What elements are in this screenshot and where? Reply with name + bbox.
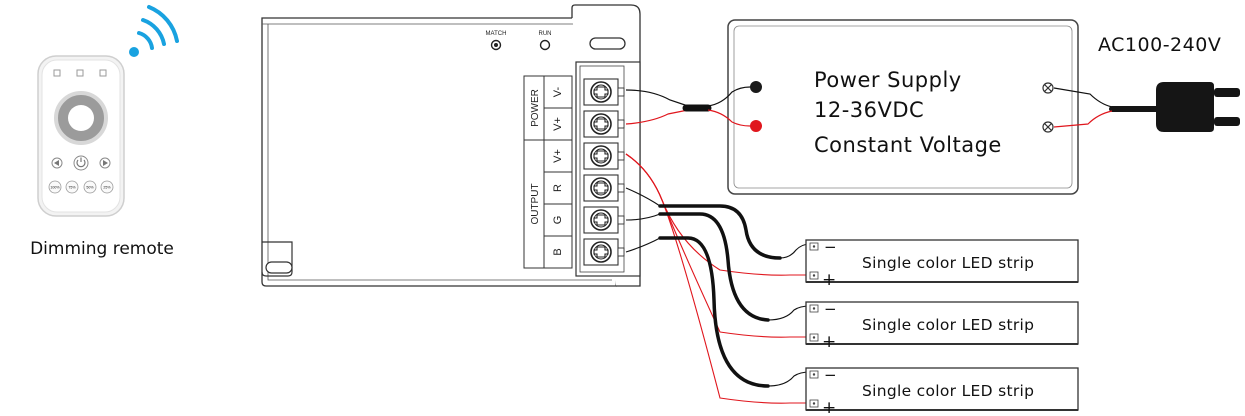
run-led — [539, 39, 551, 51]
mounting-slot — [589, 37, 626, 50]
preset-label: 50% — [86, 186, 94, 190]
strip-plus-label: + — [822, 332, 836, 352]
run-indicator-label: RUN — [539, 31, 552, 37]
led-strips: − + Single color LED strip − + Single color L… — [805, 238, 1079, 416]
remote-caption: Dimming remote — [30, 239, 174, 259]
mains-voltage-label: AC100-240V — [1098, 34, 1221, 56]
terminal-label: V+ — [552, 149, 564, 163]
mains-plug: AC100-240V — [1053, 34, 1240, 132]
strip-minus-label: − — [824, 366, 837, 384]
output-wires — [625, 153, 811, 404]
led-strip: − + Single color LED strip — [805, 366, 1079, 416]
preset-label: 75% — [68, 186, 76, 190]
dc-negative-terminal — [750, 81, 762, 93]
strip-label: Single color LED strip — [862, 316, 1034, 334]
power-group-label: POWER — [530, 89, 541, 127]
terminal-label: B — [552, 248, 564, 255]
wireless-signal-icon — [129, 5, 179, 57]
strip-label: Single color LED strip — [862, 382, 1034, 400]
terminal-label: G — [552, 216, 564, 225]
terminal-screw[interactable] — [583, 238, 625, 266]
terminal-screw[interactable] — [583, 174, 625, 202]
strip-minus-label: − — [824, 300, 837, 318]
dimming-remote: 100% 75% 50% 25% Dimming remote — [30, 5, 179, 259]
strip-minus-label: − — [824, 238, 837, 256]
power-supply-voltage: 12-36VDC — [814, 98, 924, 122]
terminal-screw[interactable] — [583, 142, 625, 170]
terminal-screw[interactable] — [583, 110, 625, 138]
match-indicator-label: MATCH — [486, 31, 507, 37]
led-strip: − + Single color LED strip — [805, 300, 1079, 352]
preset-label: 100% — [50, 186, 60, 190]
mounting-slot — [265, 261, 293, 274]
plug-icon — [1148, 82, 1214, 132]
terminal-label: V- — [552, 86, 564, 97]
strip-plus-label: + — [822, 398, 836, 416]
strip-plus-label: + — [822, 270, 836, 290]
output-group-label: OUTPUT — [530, 183, 541, 224]
ac-input-terminals — [1042, 82, 1054, 133]
power-supply: Power Supply 12-36VDC Constant Voltage — [727, 19, 1079, 195]
terminal-label: V+ — [552, 117, 564, 131]
dc-positive-terminal — [750, 120, 762, 132]
terminal-screw[interactable] — [583, 206, 625, 234]
terminal-label-panel — [523, 75, 573, 269]
terminal-screw[interactable] — [583, 78, 625, 106]
led-controller: MATCH RUN POWER OUTPUT V- V+ V+ R G B — [261, 4, 641, 287]
power-supply-title: Power Supply — [814, 68, 962, 92]
power-supply-type: Constant Voltage — [814, 133, 1002, 157]
strip-label: Single color LED strip — [862, 254, 1034, 272]
dc-power-wires — [625, 86, 751, 127]
remote-preset-buttons: 100% 75% 50% 25% — [48, 180, 114, 194]
preset-label: 25% — [103, 186, 111, 190]
terminal-label: R — [552, 184, 564, 192]
remote-nav-buttons — [51, 155, 111, 171]
remote-top-buttons — [53, 69, 107, 77]
led-strip: − + Single color LED strip — [805, 238, 1079, 290]
